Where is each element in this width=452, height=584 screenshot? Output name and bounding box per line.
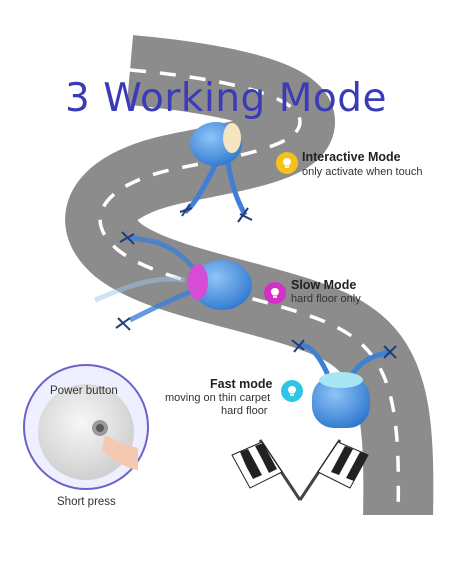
mode-title-fast: Fast mode bbox=[210, 377, 273, 391]
bulb-icon bbox=[283, 158, 291, 168]
toy-ball-slow bbox=[94, 231, 252, 331]
mode-desc-fast-line2: hard floor bbox=[221, 405, 268, 417]
bulb-icon-fast bbox=[281, 380, 303, 402]
mode-desc-fast-line1: moving on thin carpet bbox=[165, 392, 271, 404]
short-press-label: Short press bbox=[57, 496, 116, 508]
mode-title-interactive: Interactive Mode bbox=[302, 150, 401, 164]
bottom-fade bbox=[0, 515, 452, 584]
power-button-inset bbox=[23, 364, 149, 490]
toy-ball-fast bbox=[291, 339, 397, 428]
page-title: 3 Working Mode bbox=[65, 76, 387, 121]
mode-desc-interactive: only activate when touch bbox=[302, 166, 423, 178]
mode-title-slow: Slow Mode bbox=[291, 278, 357, 292]
bulb-icon-slow bbox=[264, 282, 286, 304]
lane-markings bbox=[98, 68, 401, 519]
bulb-icon bbox=[271, 288, 279, 298]
toy-ball-interactive bbox=[179, 122, 253, 223]
power-button-label: Power button bbox=[50, 385, 118, 397]
bulb-icon bbox=[288, 386, 296, 396]
mode-desc-slow: hard floor only bbox=[291, 293, 361, 305]
checkered-flags bbox=[231, 439, 369, 501]
bulb-icon-interactive bbox=[276, 152, 298, 174]
